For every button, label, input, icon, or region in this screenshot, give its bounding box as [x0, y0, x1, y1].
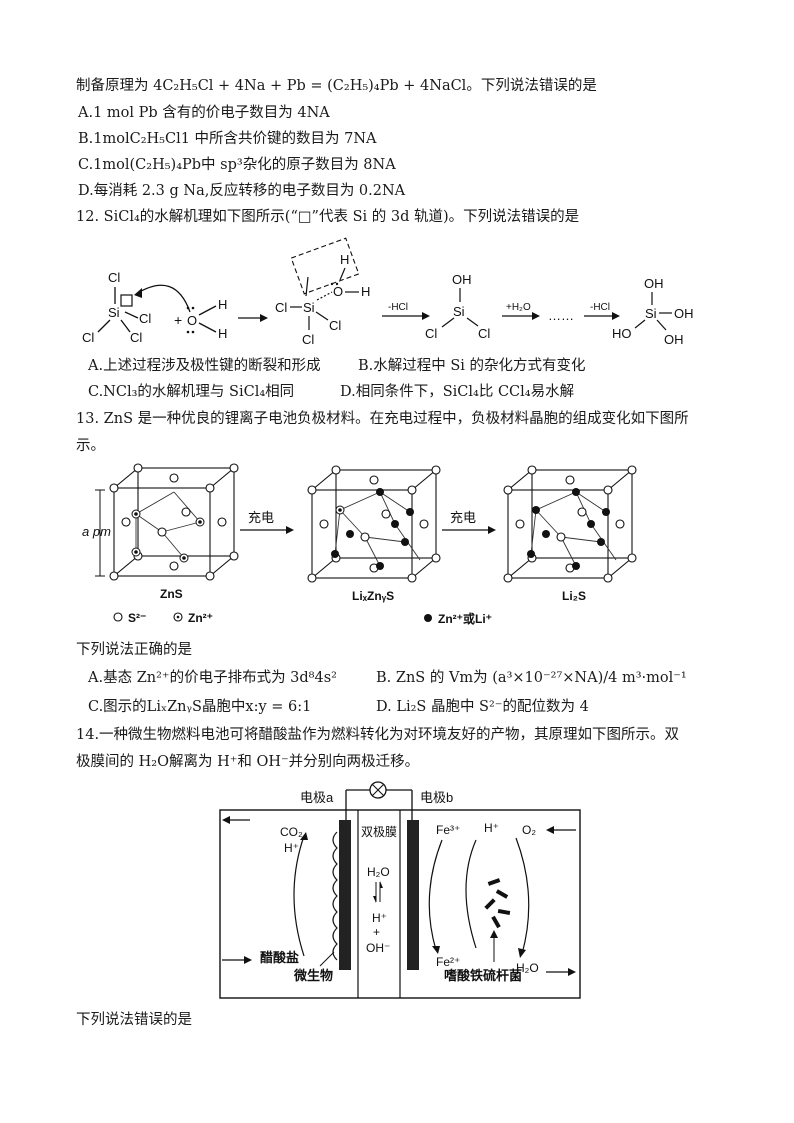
q13-option-c: C.图示的LiₓZnᵧS晶胞中x:y = 6:1: [88, 699, 312, 715]
fig-plus-h2o: +H₂O: [506, 302, 531, 313]
q11-option-d: D.每消耗 2.3 g Na,反应转移的电子数目为 0.2NA: [78, 183, 406, 199]
fig-oh: OH: [664, 332, 684, 347]
q13-prompt: 下列说法正确的是: [76, 642, 192, 658]
q11-intro: 制备原理为 4C₂H₅Cl + 4Na + Pb = (C₂H₅)₄Pb + 4…: [76, 78, 597, 94]
edge-length-label: a pm: [82, 524, 111, 539]
fig-dots: ……: [548, 308, 574, 323]
fe2-label: Fe²⁺: [436, 955, 460, 969]
fig-cl: Cl: [82, 330, 94, 345]
q14-prompt: 下列说法错误的是: [76, 1012, 192, 1028]
q13-option-b: B. ZnS 的 Vm为 (a³×10⁻²⁷×NA)/4 m³·mol⁻¹: [376, 670, 687, 686]
q13-option-d: D. Li₂S 晶胞中 S²⁻的配位数为 4: [376, 699, 589, 715]
fig-oh: OH: [674, 306, 694, 321]
q12-option-c: C.NCl₃的水解机理与 SiCl₄相同: [88, 384, 295, 400]
fig-si: Si: [453, 304, 465, 319]
legend-zn-or-li: Zn²⁺或Li⁺: [438, 611, 492, 626]
fig-si: Si: [645, 306, 657, 321]
microbe-label: 微生物: [293, 968, 333, 983]
biofilm: [332, 831, 338, 961]
membrane-label: 双极膜: [361, 825, 397, 839]
q13-option-a: A.基态 Zn²⁺的价电子排布式为 3d⁸4s²: [88, 670, 337, 686]
h-plus-mid-label: H⁺: [372, 911, 387, 925]
fig-cl: Cl: [130, 330, 142, 345]
legend-s: S²⁻: [128, 611, 146, 625]
q11-option-a: A.1 mol Pb 含有的价电子数目为 4NA: [78, 105, 330, 121]
q13-stem-line2: 示。: [76, 438, 105, 454]
h2o-right-label: H₂O: [516, 961, 539, 975]
acetate-label: 醋酸盐: [260, 950, 299, 965]
fig-cl: Cl: [425, 326, 437, 341]
o2-label: O₂: [522, 823, 536, 837]
fig-plus: +: [174, 312, 182, 328]
plus-mid-label: +: [373, 925, 380, 939]
charge-arrow-label-1: 充电: [248, 510, 274, 525]
sicl4-hydrolysis-figure: Cl Si Cl Cl Cl + O H H H Si Cl O H Cl Cl…: [82, 237, 694, 347]
fig-cl: Cl: [139, 311, 151, 326]
oh-minus-label: OH⁻: [366, 941, 390, 955]
fig-cl: Cl: [108, 270, 120, 285]
q13-stem-line1: 13. ZnS 是一种优良的锂离子电池负极材料。在充电过程中，负极材料晶胞的组成…: [76, 411, 689, 427]
electrode-b: [407, 820, 419, 970]
h-plus-left-label: H⁺: [284, 841, 299, 855]
q14-stem-line2: 极膜间的 H₂O解离为 H⁺和 OH⁻并分别向两极迁移。: [76, 754, 420, 770]
3d-orbital-box: [120, 294, 133, 307]
fig-h: H: [218, 297, 227, 312]
q11-option-c: C.1mol(C₂H₅)₄Pb中 sp³杂化的原子数目为 8NA: [78, 157, 396, 173]
fig-o: O: [187, 313, 197, 328]
cell-label-zns: ZnS: [160, 587, 183, 601]
bacteria-icon: [484, 878, 511, 929]
fig-oh: OH: [452, 272, 472, 287]
fig-cl: Cl: [302, 332, 314, 347]
h-plus-right-label: H⁺: [484, 821, 499, 835]
fig-h: H: [218, 326, 227, 341]
q14-stem-line1: 14.一种微生物燃料电池可将醋酸盐作为燃料转化为对环境友好的产物，其原理如下图所…: [76, 727, 680, 743]
bacteria-label: 嗜酸铁硫杆菌: [444, 968, 522, 983]
electrode-b-label: 电极b: [420, 790, 453, 805]
fig-ho: HO: [612, 326, 632, 341]
fig-si: Si: [108, 305, 120, 320]
crystal-cells-figure: a pm 充电 充电 ZnS LiₓZnᵧS Li₂S S²⁻ Zn²⁺ Zn²…: [82, 463, 637, 626]
fig-minus-hcl: -HCl: [388, 302, 408, 313]
q12-option-a: A.上述过程涉及极性键的断裂和形成: [88, 358, 321, 374]
cell-label-li2s: Li₂S: [562, 589, 586, 603]
fig-minus-hcl: -HCl: [590, 302, 610, 313]
charge-arrow-label-2: 充电: [450, 510, 476, 525]
q12-stem: 12. SiCl₄的水解机理如下图所示(“□”代表 Si 的 3d 轨道)。下列…: [76, 209, 580, 225]
fig-cl: Cl: [478, 326, 490, 341]
fig-o: O: [333, 284, 343, 299]
co2-label: CO₂: [280, 825, 303, 839]
fuel-cell-figure: 电极a 电极b CO₂ H⁺ 醋酸盐 微生物 双极膜 H₂O H⁺ + OH⁻ …: [219, 781, 581, 999]
fe3-label: Fe³⁺: [436, 823, 460, 837]
fig-cl: Cl: [275, 300, 287, 315]
fig-si: Si: [303, 300, 315, 315]
h2o-mid-label: H₂O: [367, 865, 390, 879]
electrode-a-label: 电极a: [300, 790, 334, 805]
fig-oh: OH: [644, 276, 664, 291]
fig-h: H: [361, 284, 370, 299]
electrode-a: [339, 820, 351, 970]
fig-h: H: [340, 252, 349, 267]
q12-option-b: B.水解过程中 Si 的杂化方式有变化: [358, 358, 586, 374]
q11-option-b: B.1molC₂H₅Cl1 中所含共价键的数目为 7NA: [78, 131, 377, 147]
legend-zn: Zn²⁺: [188, 611, 213, 625]
fig-cl: Cl: [329, 318, 341, 333]
cell-label-lixznys: LiₓZnᵧS: [352, 589, 394, 603]
q12-option-d: D.相同条件下，SiCl₄比 CCl₄易水解: [340, 384, 575, 400]
